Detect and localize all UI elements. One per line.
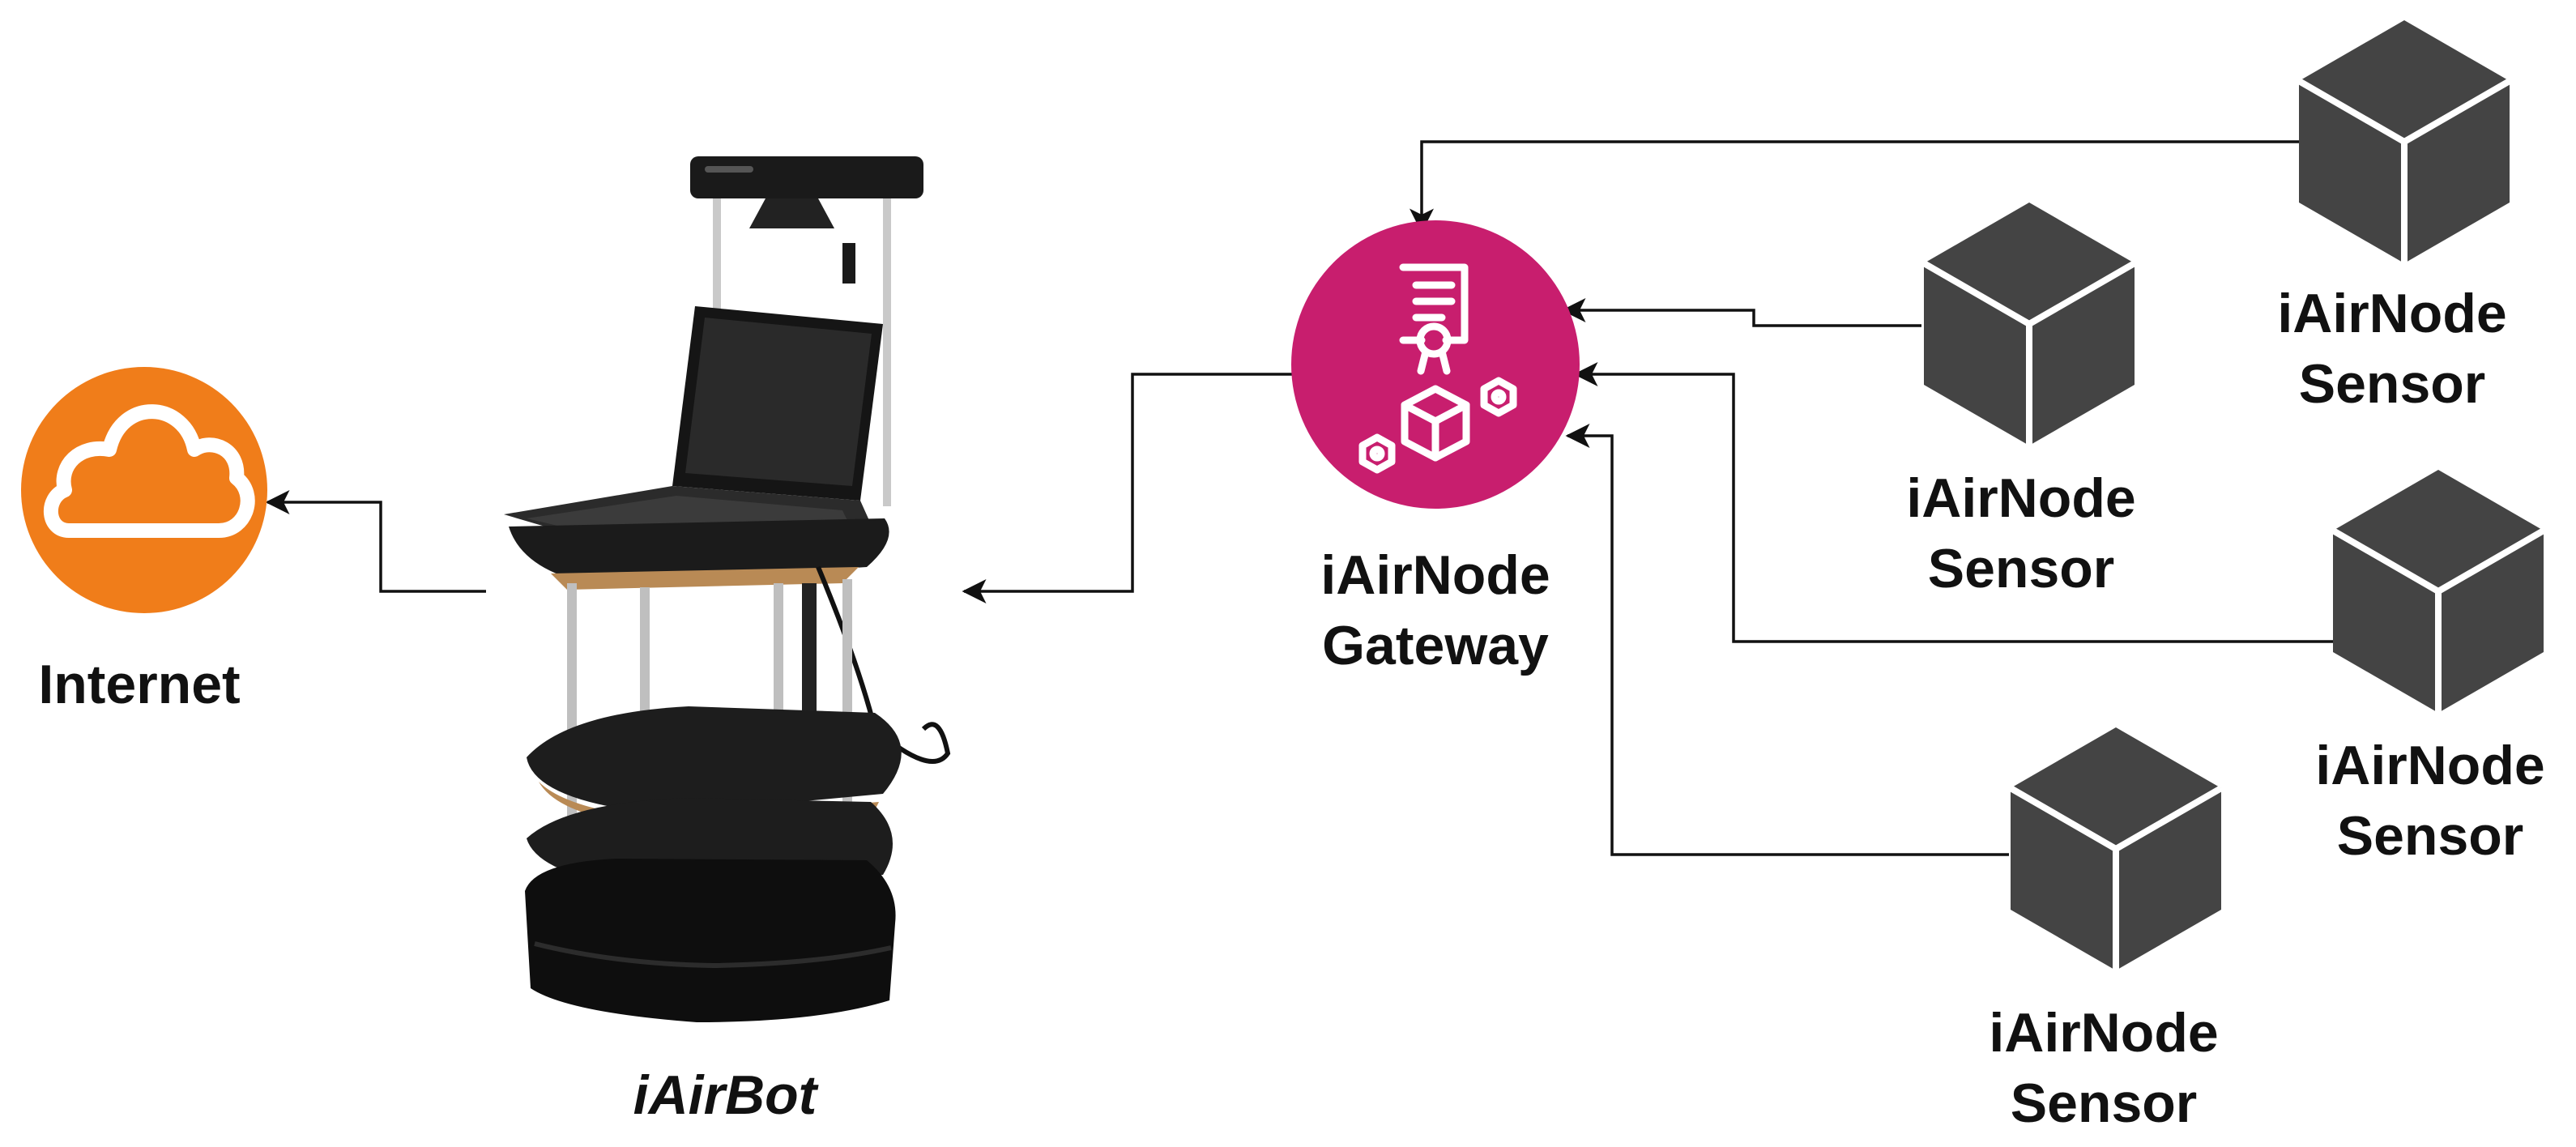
internet-circle [21, 367, 267, 613]
connectors [265, 140, 2333, 856]
sensor-label-line2: Sensor [2299, 353, 2486, 415]
cube-icon [2331, 470, 2545, 713]
cube-icon [1922, 203, 2136, 446]
sensor-node: iAirNode Sensor [2277, 20, 2511, 415]
gateway-icon [1358, 263, 1517, 474]
gateway-label-line2: Gateway [1322, 615, 1549, 676]
arrow-sensor2-to-gateway [1561, 298, 1921, 327]
sensor-label-line2: Sensor [1928, 538, 2115, 599]
sensor-label-line2: Sensor [2011, 1072, 2198, 1134]
gateway-label-line1: iAirNode [1320, 544, 1550, 606]
robot-icon [504, 156, 951, 1022]
internet-label: Internet [38, 654, 240, 715]
sensor-label-line1: iAirNode [2315, 735, 2544, 796]
gateway-node: iAirNode Gateway [1291, 220, 1580, 676]
internet-node: Internet [21, 367, 267, 715]
arrow-sensor4-to-gateway [1565, 424, 2009, 856]
cube-icon [2297, 20, 2511, 263]
cube-icon [2009, 727, 2223, 970]
sensor-node: iAirNode Sensor [1906, 203, 2136, 599]
arrow-sensor1-to-gateway [1410, 140, 2301, 233]
gateway-circle [1291, 220, 1580, 509]
arrow-gateway-to-robot [962, 373, 1300, 603]
sensor-node: iAirNode Sensor [1989, 727, 2223, 1134]
sensor-label-line1: iAirNode [2277, 283, 2506, 344]
sensor-label-line1: iAirNode [1906, 467, 2135, 529]
sensor-label-line2: Sensor [2337, 805, 2524, 867]
arrow-robot-to-internet [265, 490, 486, 593]
cloud-icon [44, 404, 255, 538]
sensor-node: iAirNode Sensor [2315, 470, 2545, 867]
sensor-label-line1: iAirNode [1989, 1002, 2218, 1064]
robot-node: iAirBot [504, 156, 951, 1126]
robot-label: iAirBot [633, 1064, 819, 1126]
arrow-sensor3-to-gateway [1573, 362, 2333, 643]
